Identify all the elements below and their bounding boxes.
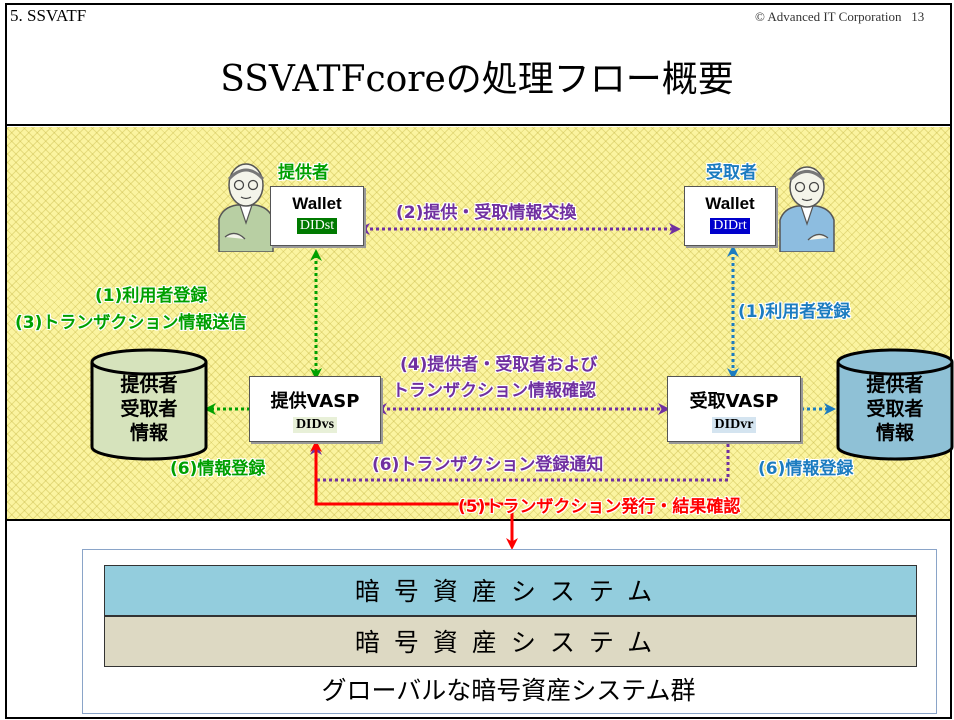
provider-person-icon (218, 163, 274, 252)
receiver-wallet[interactable]: Wallet DIDrt (684, 186, 776, 246)
crypto-systems-caption: グローバルな暗号資産システム群 (321, 676, 696, 705)
step4-label-line1: (4)提供者・受取者および (400, 355, 598, 375)
receiver-vasp-label: 受取VASP (689, 391, 779, 412)
step5-label: (5)トランザクション発行・結果確認 (458, 497, 741, 517)
copyright: © Advanced IT Corporation 13 (755, 9, 924, 25)
step2-label: (2)提供・受取情報交換 (396, 203, 577, 223)
provider-vasp-label: 提供VASP (270, 391, 360, 412)
step6-right-label: (6)情報登録 (758, 459, 854, 479)
step1-right-label: (1)利用者登録 (738, 302, 851, 322)
receiver-wallet-label: Wallet (705, 194, 755, 213)
crypto-system-bar-1: 暗号資産システム (104, 565, 917, 616)
db-line: 提供者 (120, 374, 178, 396)
provider-database (90, 348, 208, 461)
step3-label: (3)トランザクション情報送信 (15, 313, 247, 333)
receiver-vasp-did: DIDvr (711, 417, 757, 433)
crypto-system-bar-2: 暗号資産システム (104, 616, 917, 667)
db-line: 受取者 (120, 398, 178, 420)
flow-transaction-issue (310, 440, 518, 550)
provider-wallet-label: Wallet (292, 194, 342, 213)
title-divider (5, 124, 952, 126)
receiver-database-label: 提供者 受取者 情報 (838, 373, 952, 445)
provider-vasp[interactable]: 提供VASP DIDvs (249, 376, 381, 442)
db-line: 受取者 (866, 398, 924, 420)
receiver-wallet-did: DIDrt (710, 218, 750, 234)
provider-wallet-did: DIDst (296, 218, 338, 234)
db-line: 提供者 (866, 374, 924, 396)
section-label: 5. SSVATF (10, 6, 87, 25)
provider-wallet[interactable]: Wallet DIDst (270, 186, 364, 246)
copyright-text: © Advanced IT Corporation (755, 9, 902, 24)
step1-left-label: (1)利用者登録 (95, 286, 208, 306)
receiver-role-label: 受取者 (706, 163, 757, 183)
receiver-vasp[interactable]: 受取VASP DIDvr (667, 376, 801, 442)
provider-role-label: 提供者 (278, 163, 329, 183)
db-line: 情報 (875, 422, 914, 444)
step6-left-label: (6)情報登録 (170, 459, 266, 479)
step4-label-line2: トランザクション情報確認 (392, 381, 596, 401)
provider-database-label: 提供者 受取者 情報 (92, 373, 206, 445)
step6-notify-label: (6)トランザクション登録通知 (372, 455, 604, 475)
receiver-person-icon (779, 166, 835, 252)
provider-vasp-did: DIDvs (292, 417, 338, 433)
page-number: 13 (911, 9, 925, 24)
page-title: SSVATFcoreの処理フロー概要 (220, 59, 734, 100)
db-line: 情報 (129, 422, 168, 444)
receiver-database (836, 348, 954, 461)
